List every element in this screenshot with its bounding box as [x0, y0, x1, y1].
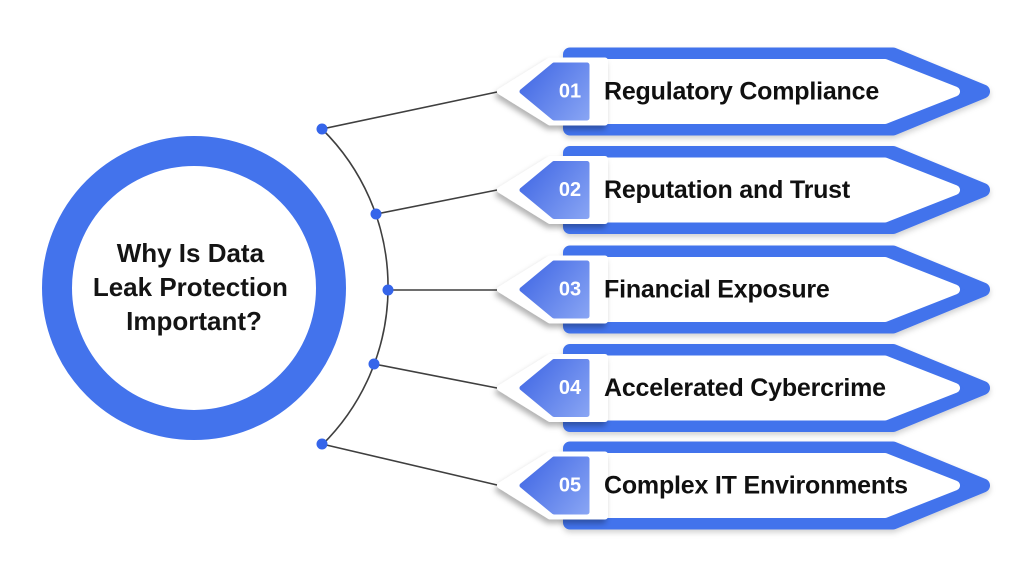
banner-number: 02 [559, 179, 581, 201]
connector-dot-2 [370, 208, 382, 220]
banner-item-5: 05 Complex IT Environments [500, 449, 983, 523]
central-circle: Why Is Data Leak Protection Important? [42, 136, 346, 440]
banner-label: Regulatory Compliance [604, 78, 879, 106]
banner-label: Reputation and Trust [604, 176, 851, 204]
title-line-3: Important? [126, 306, 262, 336]
title-line-2: Leak Protection [93, 272, 288, 302]
connector-dot-3 [382, 284, 394, 296]
banner-label: Complex IT Environments [604, 472, 908, 500]
banner-label: Accelerated Cybercrime [604, 374, 886, 402]
banner-item-4: 04 Accelerated Cybercrime [500, 351, 983, 425]
page-title: Why Is Data Leak Protection Important? [93, 229, 295, 336]
connector-line-2 [375, 189, 498, 215]
banner-number: 03 [559, 279, 581, 301]
banner-item-1: 01 Regulatory Compliance [500, 55, 983, 129]
banner-item-2: 02 Reputation and Trust [500, 153, 983, 227]
banner-number: 04 [559, 377, 582, 399]
connector-line-1 [321, 91, 498, 130]
title-line-1: Why Is Data [117, 238, 265, 268]
banner-number: 01 [559, 81, 581, 103]
banner-label: Financial Exposure [604, 276, 830, 304]
connector-dot-1 [316, 123, 328, 135]
connector-dot-5 [316, 438, 328, 450]
connector-dot-4 [368, 358, 380, 370]
connector-group [316, 91, 498, 486]
banner-number: 05 [559, 475, 581, 497]
circle-ring [42, 136, 346, 440]
connector-line-5 [321, 443, 498, 486]
banner-item-3: 03 Financial Exposure [500, 253, 983, 327]
connector-line-4 [373, 363, 498, 389]
